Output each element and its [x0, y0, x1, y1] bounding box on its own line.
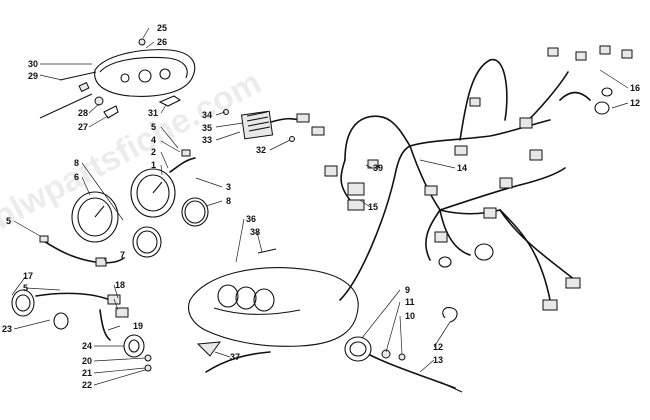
headlight-housing [94, 38, 196, 97]
callout-3: 3 [226, 182, 231, 192]
callout-8a: 8 [74, 158, 79, 168]
callout-18: 18 [115, 280, 125, 290]
callout-27: 27 [78, 122, 88, 132]
callout-31: 31 [148, 108, 158, 118]
callout-37: 37 [230, 352, 240, 362]
callout-25: 25 [157, 23, 167, 33]
callout-22: 22 [82, 380, 92, 390]
gauge-harness [39, 235, 125, 267]
watermark: blwpartsfiche.com [0, 63, 267, 237]
callout-30: 30 [28, 59, 38, 69]
callout-29: 29 [28, 71, 38, 81]
callout-19: 19 [133, 321, 143, 331]
callout-13: 13 [433, 355, 443, 365]
bracket-parts [94, 95, 182, 119]
voltage-regulator [223, 109, 325, 142]
warning-decal [196, 341, 271, 373]
leader-lines [11, 27, 629, 386]
callout-labels: 25 26 30 29 28 27 31 34 35 33 32 5 4 2 1… [2, 23, 640, 390]
callout-8b: 8 [226, 196, 231, 206]
callout-23: 23 [2, 324, 12, 334]
callout-14: 14 [457, 163, 467, 173]
main-wiring-harness [339, 45, 633, 311]
callout-34: 34 [202, 110, 212, 120]
callout-5c: 5 [23, 283, 28, 293]
callout-4: 4 [151, 135, 156, 145]
callout-20: 20 [82, 356, 92, 366]
callout-21: 21 [82, 368, 92, 378]
callout-24: 24 [82, 341, 92, 351]
callout-2: 2 [151, 147, 156, 157]
throttle-switch [344, 307, 463, 393]
small-gauge [11, 289, 129, 341]
callout-39: 39 [373, 163, 383, 173]
callout-36: 36 [246, 214, 256, 224]
callout-17: 17 [23, 271, 33, 281]
callout-1: 1 [151, 160, 156, 170]
callout-33: 33 [202, 135, 212, 145]
callout-35: 35 [202, 123, 212, 133]
callout-12a: 12 [630, 98, 640, 108]
dash-console [187, 248, 359, 347]
callout-16: 16 [630, 83, 640, 93]
mounting-bolt [39, 71, 97, 119]
callout-9: 9 [405, 285, 410, 295]
callout-7: 7 [120, 250, 125, 260]
callout-32: 32 [256, 145, 266, 155]
callout-12b: 12 [433, 342, 443, 352]
callout-5b: 5 [6, 216, 11, 226]
callout-10: 10 [405, 311, 415, 321]
callout-5a: 5 [151, 122, 156, 132]
speedometer-gauge [130, 149, 209, 227]
callout-6: 6 [74, 172, 79, 182]
callout-11: 11 [405, 297, 415, 307]
relay-block [324, 159, 379, 211]
callout-38: 38 [250, 227, 260, 237]
callout-28: 28 [78, 108, 88, 118]
tachometer-gauge [71, 191, 162, 258]
key-switch [123, 334, 152, 372]
callout-15: 15 [368, 202, 378, 212]
callout-26: 26 [157, 37, 167, 47]
